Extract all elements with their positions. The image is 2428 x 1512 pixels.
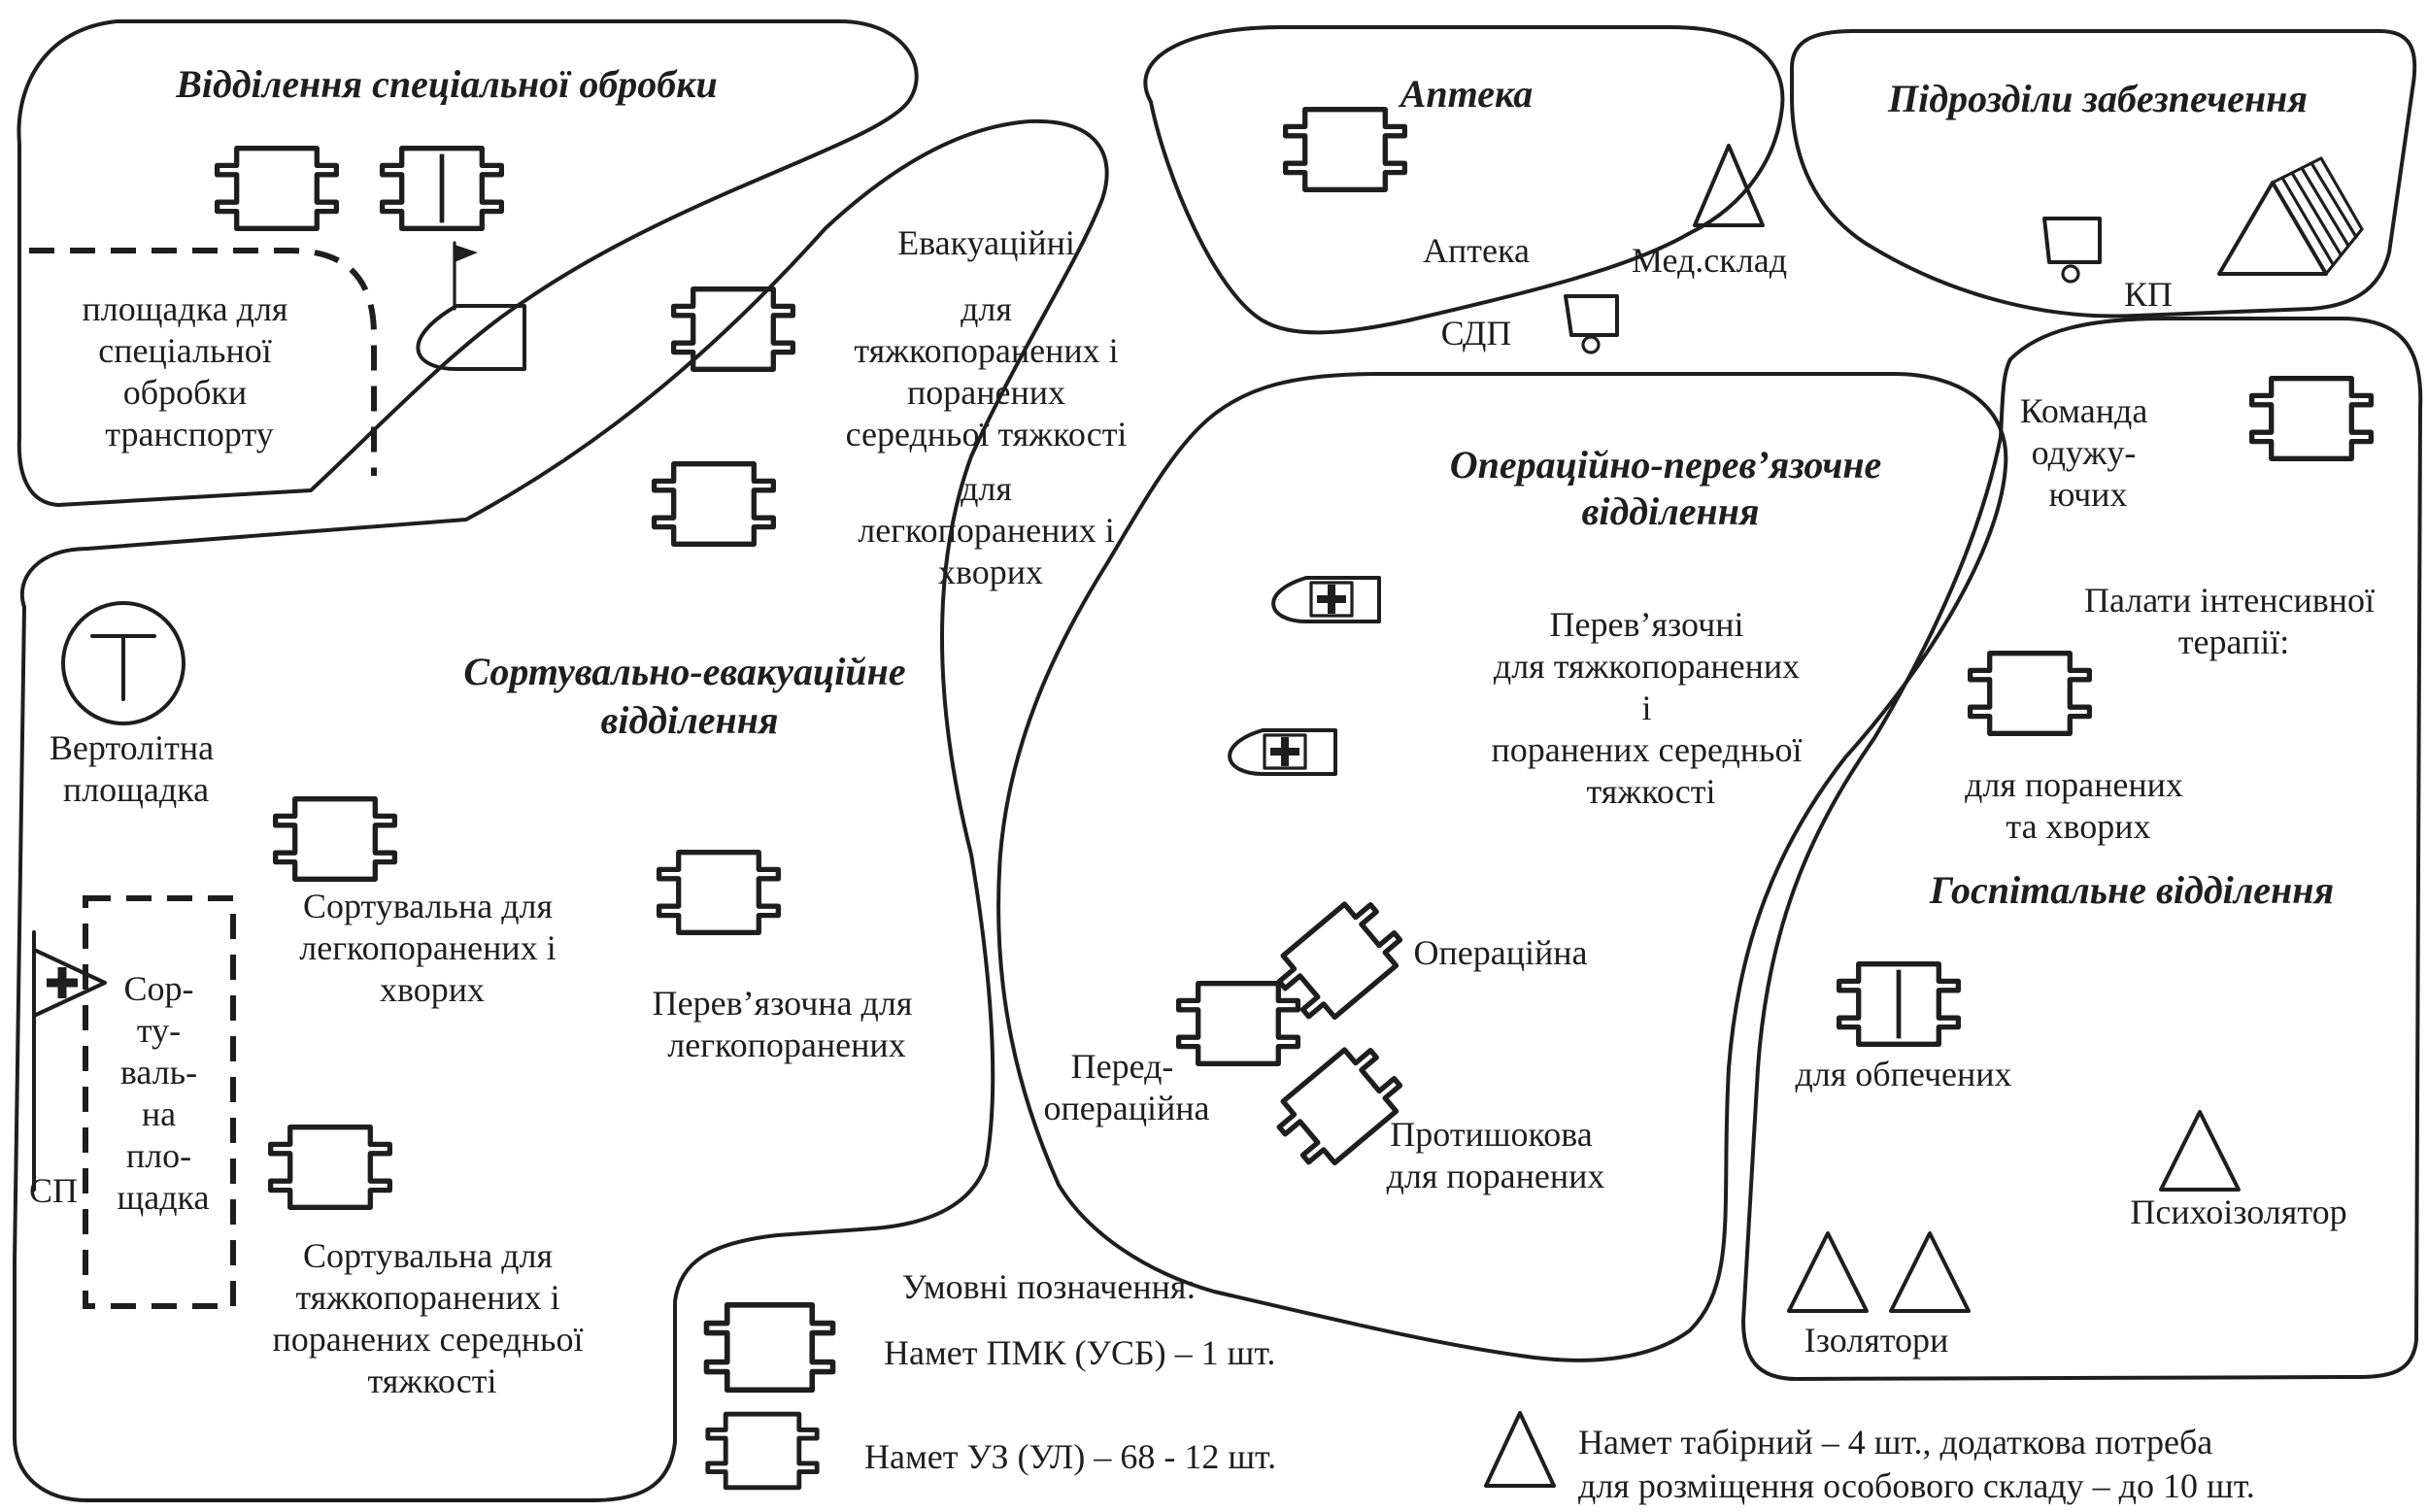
- sort-heavy-label: Сортувальна для тяжкопоранених і поранен…: [273, 1236, 592, 1400]
- legend-uz-tent-icon: [708, 1414, 817, 1488]
- support-zone-outline: [1790, 29, 2417, 319]
- sort-heavy-tent: [271, 1127, 390, 1208]
- legend-camp-tent-icon: [1484, 1411, 1556, 1488]
- sorting-zone-outline: [13, 118, 1109, 1502]
- sp-flag-icon: [32, 930, 107, 1192]
- legend-title: Умовні позначення:: [902, 1267, 1197, 1306]
- med-warehouse-tent-icon: [1693, 144, 1765, 227]
- convalescent-label: Команда одужу- ючих: [2020, 391, 2157, 514]
- legend-pmk-label: Намет ПМК (УСБ) – 1 шт.: [884, 1333, 1275, 1372]
- legend-camp-label: Намет табірний – 4 шт., додаткова потреб…: [1578, 1423, 2255, 1505]
- special-zone-title: Відділення спеціальної обробки: [175, 62, 718, 106]
- isolator-tent-1-icon: [1787, 1231, 1869, 1313]
- antishock-tent: [1268, 1037, 1411, 1175]
- kp-vehicle-icon: [2042, 217, 2102, 284]
- evac-tent-light: [655, 464, 774, 545]
- isolators-label: Ізолятори: [1804, 1321, 1949, 1360]
- special-zone-outline: [17, 18, 919, 507]
- convalescent-tent: [2252, 379, 2372, 459]
- special-tent-right: [383, 149, 502, 229]
- med-warehouse-label: Мед.склад: [1632, 241, 1787, 280]
- psycho-label: Психоізолятор: [2130, 1193, 2346, 1231]
- sdp-vehicle-icon: [1564, 294, 1619, 354]
- preop-label: Перед- операційна: [1044, 1047, 1210, 1127]
- camp-tents-stack-icon: [2217, 156, 2364, 276]
- pharmacy-zone-outline: [1143, 25, 1785, 335]
- special-vehicle-icon: [416, 241, 526, 371]
- sort-light-label: Сортувальна для легкопоранених і хворих: [299, 887, 564, 1009]
- operating-zone-outline: [996, 372, 2008, 1362]
- pharmacy-label: Аптека: [1423, 231, 1530, 270]
- pharmacy-tent: [1286, 110, 1405, 190]
- icu-tent: [1971, 654, 2090, 734]
- special-pad-dashed-border: [29, 248, 377, 476]
- burns-tent: [1839, 964, 1959, 1045]
- sorting-area-dashed-border: [83, 895, 236, 1309]
- burns-label: для обпечених: [1795, 1055, 2011, 1093]
- evacuation-label: Евакуаційні для тяжкопоранених і поранен…: [846, 223, 1136, 591]
- legend-pmk-tent-icon: [707, 1305, 833, 1391]
- support-zone-title: Підрозділи забезпечення: [1887, 77, 2308, 120]
- dressing-light-tent: [659, 853, 779, 933]
- special-pad-label: площадка для спеціальної обробки транспо…: [82, 289, 296, 454]
- hospital-zone-outline: [1741, 317, 2423, 1381]
- operating-zone-title: Операційно-перев’язочне відділення: [1450, 443, 1892, 533]
- special-tent-left: [218, 149, 337, 229]
- antishock-label: Протишокова для поранених: [1387, 1115, 1605, 1195]
- preop-tent: [1179, 984, 1298, 1064]
- sorting-zone-title: Сортувально-евакуаційне відділення: [463, 650, 915, 742]
- operating-dressing-label: Перев’язочні для тяжкопоранених і поране…: [1492, 605, 1811, 811]
- sort-light-tent: [276, 799, 395, 880]
- operating-vehicle-1-icon: [1271, 576, 1381, 623]
- operating-vehicle-2-icon: [1228, 728, 1337, 776]
- hospital-zone-title: Госпітальне відділення: [1929, 868, 2334, 912]
- psycho-tent-icon: [2159, 1110, 2241, 1192]
- evac-tent-heavy: [674, 289, 793, 370]
- sp-label: СП: [29, 1171, 78, 1210]
- sdp-label: СДП: [1441, 314, 1512, 353]
- dressing-light-label: Перев’язочна для легкопоранених: [653, 984, 922, 1064]
- helipad-label: Вертолітна площадка: [50, 728, 222, 809]
- operating-room-label: Операційна: [1414, 933, 1588, 972]
- isolator-tent-2-icon: [1889, 1231, 1971, 1313]
- icu-for-label: для поранених та хворих: [1965, 765, 2192, 846]
- pharmacy-zone-title: Аптека: [1398, 72, 1534, 116]
- sorting-area-label: Сор- ту- валь- на пло- щадка: [118, 969, 210, 1217]
- icu-label: Палати інтенсивної терапії:: [2084, 581, 2383, 661]
- kp-label: КП: [2124, 275, 2173, 314]
- helipad-icon: [61, 601, 185, 725]
- legend-uz-label: Намет УЗ (УЛ) – 68 - 12 шт.: [864, 1437, 1276, 1476]
